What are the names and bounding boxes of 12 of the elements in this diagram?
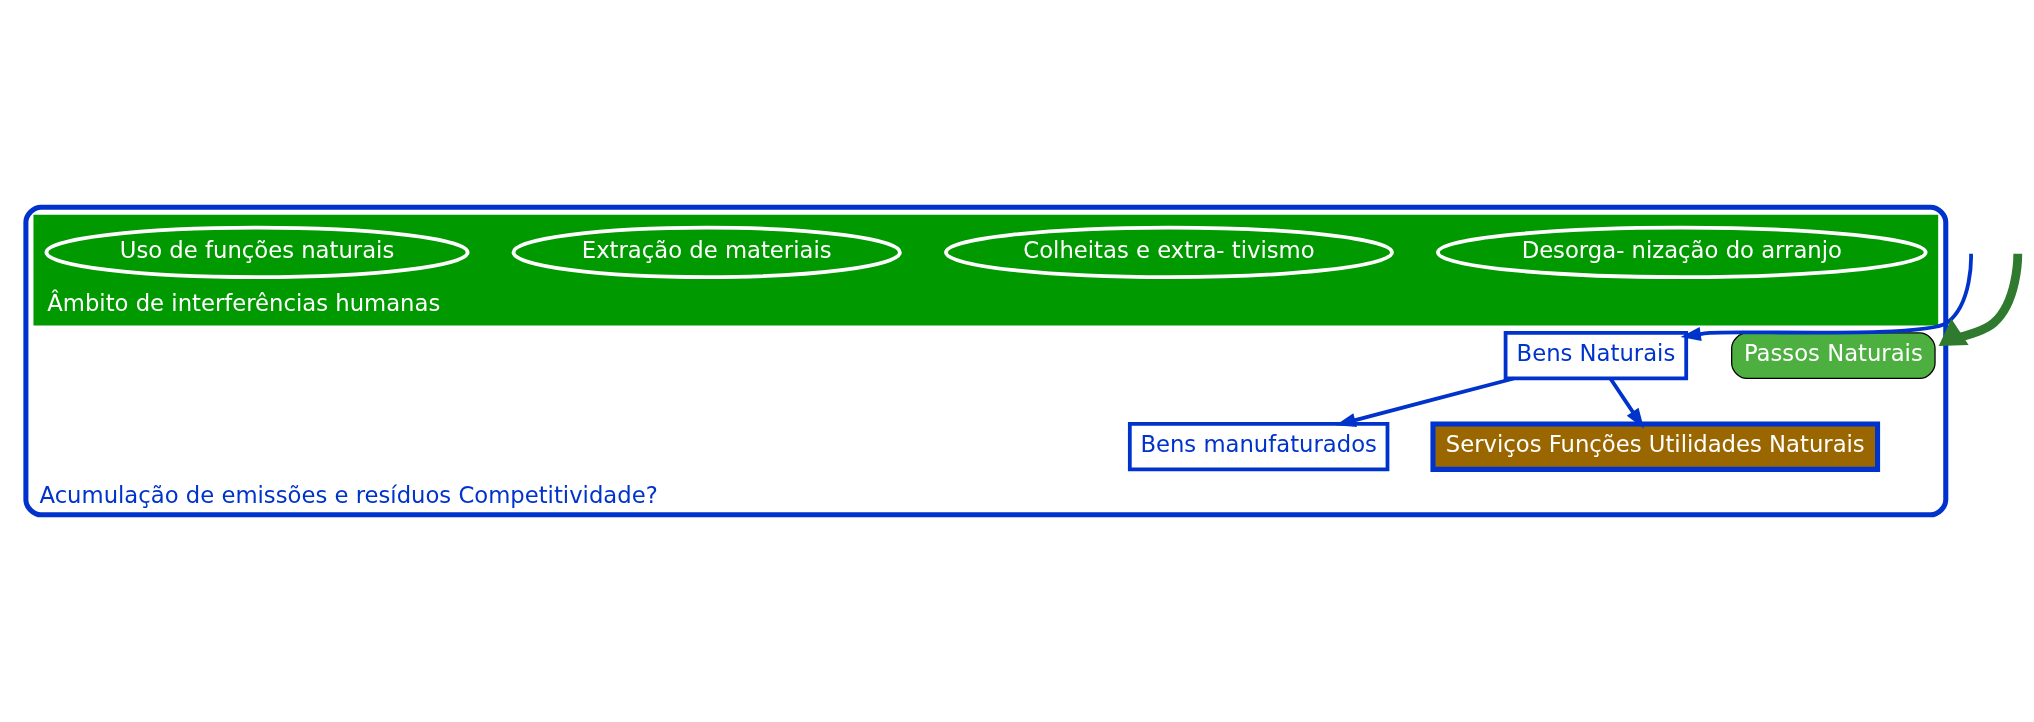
node-ellipse: Uso de funções naturais [44,225,470,280]
node-ellipse: Desorga- nização do arranjo [1436,225,1928,280]
arrow [1609,377,1644,429]
node-box: Bens manufaturados [1127,422,1390,472]
node-box: Bens Naturais [1503,331,1689,381]
arrow [1938,253,2023,346]
arrow [1680,253,1973,342]
arrow [1335,376,1515,427]
node-ellipse: Extração de materiais [511,225,902,280]
node-box: Passos Naturais [1731,332,1936,380]
node-ellipse: Colheitas e extra- tivismo [944,225,1394,280]
node-box: Serviços Funções Utilidades Naturais [1430,421,1881,472]
